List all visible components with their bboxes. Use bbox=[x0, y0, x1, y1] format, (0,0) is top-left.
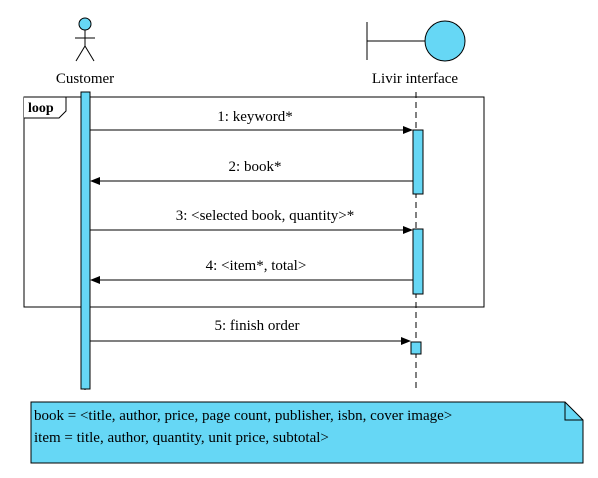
arrowhead-right-icon bbox=[403, 126, 413, 134]
message-4-label: 4: <item*, total> bbox=[206, 258, 307, 274]
note-line-1: book = <title, author, price, page count… bbox=[34, 408, 452, 424]
livir-interface-label: Livir interface bbox=[372, 71, 459, 87]
arrowhead-left-icon bbox=[90, 276, 100, 284]
customer-activation[interactable] bbox=[80, 91, 91, 390]
interface-activation-1[interactable] bbox=[412, 129, 424, 195]
loop-fragment[interactable] bbox=[23, 96, 485, 308]
livir-interface-boundary[interactable] bbox=[366, 20, 466, 62]
note-line-2: item = title, author, quantity, unit pri… bbox=[34, 430, 329, 446]
note-fold-icon bbox=[564, 402, 583, 421]
actor-head-icon bbox=[78, 17, 92, 31]
loop-label: loop bbox=[28, 101, 54, 116]
message-1-label: 1: keyword* bbox=[217, 109, 292, 125]
arrowhead-right-icon bbox=[403, 226, 413, 234]
customer-actor[interactable] bbox=[75, 17, 95, 62]
message-3-label: 3: <selected book, quantity>* bbox=[176, 208, 355, 224]
loop-fragment-tab bbox=[24, 96, 67, 119]
message-2-label: 2: book* bbox=[229, 159, 282, 175]
boundary-icon bbox=[424, 20, 466, 62]
note-box[interactable] bbox=[30, 401, 584, 464]
customer-label: Customer bbox=[56, 71, 114, 87]
arrowhead-right-icon bbox=[401, 337, 411, 345]
arrowhead-left-icon bbox=[90, 177, 100, 185]
message-5-label: 5: finish order bbox=[215, 318, 300, 334]
interface-activation-3[interactable] bbox=[410, 341, 422, 355]
interface-activation-2[interactable] bbox=[412, 228, 424, 295]
